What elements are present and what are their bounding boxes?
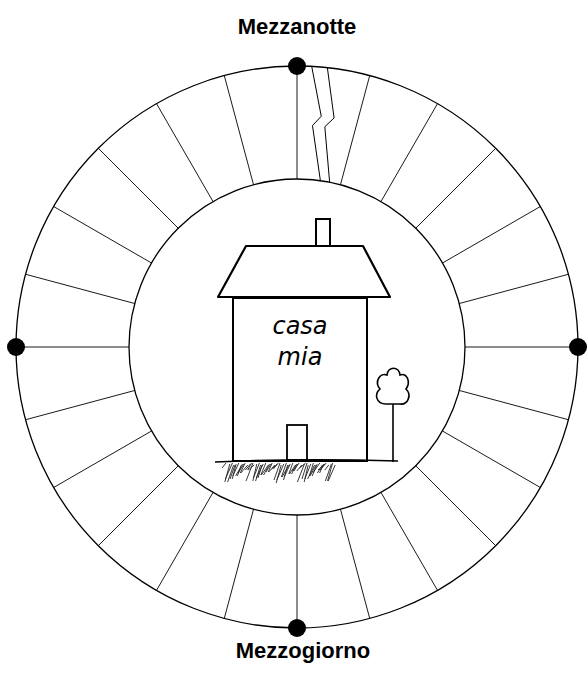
tree-trunk — [392, 402, 394, 462]
quarter-dot — [7, 338, 25, 356]
hour-divider — [465, 347, 578, 348]
hour-divider — [224, 509, 253, 618]
hour-divider — [98, 466, 178, 546]
hour-divider — [416, 466, 496, 546]
tree-crown — [377, 368, 409, 404]
hour-divider — [16, 347, 129, 348]
chimney — [316, 219, 330, 247]
quarter-dot — [569, 338, 587, 356]
hour-divider — [297, 515, 298, 628]
hour-divider — [54, 207, 152, 264]
hour-divider — [340, 76, 369, 185]
hour-divider — [442, 207, 540, 264]
hour-divider — [297, 66, 298, 179]
hour-divider — [381, 492, 438, 590]
hour-divider — [54, 431, 152, 488]
outer-circle — [16, 66, 578, 628]
hour-divider — [381, 104, 438, 202]
quarter-dot — [288, 619, 306, 637]
hour-divider — [416, 148, 496, 228]
hour-divider — [157, 104, 214, 202]
hour-divider — [26, 274, 135, 303]
house-body: casa mia — [232, 297, 368, 462]
hour-divider — [459, 390, 568, 419]
door — [287, 425, 307, 460]
inner-circle — [129, 179, 465, 515]
hour-divider — [340, 509, 369, 618]
quarter-dot — [288, 57, 306, 75]
hour-divider — [224, 76, 253, 185]
hour-divider — [26, 390, 135, 419]
hour-divider — [157, 492, 214, 590]
time-label: Mezzanotte — [238, 14, 357, 40]
house-label: casa mia — [272, 311, 327, 373]
hour-divider — [98, 148, 178, 228]
roof — [218, 246, 390, 297]
ground-shading — [222, 463, 335, 483]
hour-divider — [459, 274, 568, 303]
hour-divider — [442, 431, 540, 488]
break-mark — [325, 68, 334, 183]
time-label: Mezzogiorno — [236, 638, 370, 664]
break-mark — [312, 66, 322, 180]
